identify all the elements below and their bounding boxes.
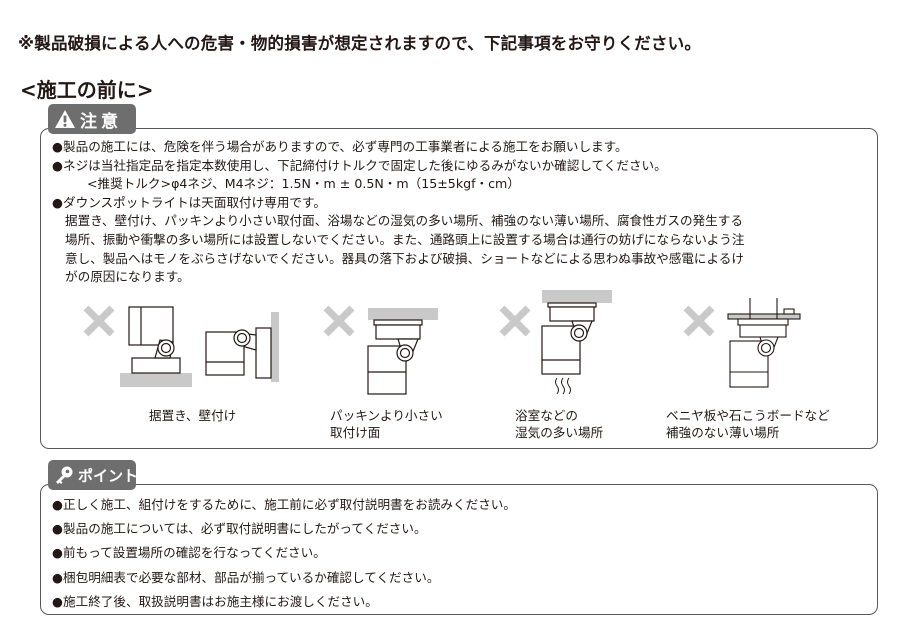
figure-caption: 浴室などの 湿気の多い場所 [515,408,604,440]
caution-box [40,128,878,449]
figure-caption: ベニヤ板や石こうボードなど 補強のない薄い場所 [666,408,830,440]
caution-tab: 注意 [48,104,136,134]
caution-continuation: 場所、振動や衝撃の多い場所には設置しないでください。また、通路頭上に設置する場合… [65,231,745,247]
steam-icon [555,377,571,395]
caution-item: ネジは当社指定品を指定本数使用し、下記締付けトルクで固定した後にゆるみがないか確… [52,157,744,176]
point-item: 前もって設置場所の確認を行なってください。 [52,541,516,565]
figure-caption: 据置き、壁付け [149,408,237,423]
prohibited-x-icon [323,305,355,337]
caution-tab-label: 注意 [80,111,122,132]
figure-thin-board [683,298,801,388]
caution-continuation: 据置き、壁付け、パッキンより小さい取付面、浴場などの湿気の多い場所、補強のない薄… [65,213,743,229]
point-item: 製品の施工については、必ず取付説明書にしたがってください。 [52,517,516,541]
caution-continuation: がの原因になります。 [65,269,190,285]
prohibited-x-icon [499,305,531,337]
point-item: 施工終了後、取扱説明書はお施主様にお渡しください。 [52,590,516,614]
figure-caption: パッキンより小さい 取付け面 [330,408,443,440]
figure-humid-location [499,290,612,395]
point-tab-label: ポイント [78,466,139,485]
caution-text: 製品の施工には、危険を伴う場合がありますので、必ず専門の工事業者による施工をお願… [52,138,744,287]
point-box [40,484,878,615]
caution-item: 製品の施工には、危険を伴う場合がありますので、必ず専門の工事業者による施工をお願… [52,138,744,157]
point-tab: ポイント [48,460,139,490]
figure-floor-wall-mount [83,305,279,387]
warning-triangle-icon [55,110,75,128]
prohibited-x-icon [683,305,715,337]
point-item: 正しく施工、組付けをするために、施工前に必ず取付説明書をお読みください。 [52,493,516,517]
figure-small-mount-surface [323,305,438,395]
prohibited-x-icon [83,305,115,337]
caution-continuation: 意し、製品へはモノをぶらさげないでください。器具の落下および破損、ショートなどに… [65,250,744,266]
key-icon [56,466,73,484]
point-text: 正しく施工、組付けをするために、施工前に必ず取付説明書をお読みください。 製品の… [52,493,516,614]
torque-spec: <推奨トルク>φ4ネジ、M4ネジ：1.5N・m ± 0.5N・m（15±5kgf… [87,176,520,192]
point-item: 梱包明細表で必要な部材、部品が揃っているか確認してください。 [52,566,516,590]
section-heading: <施工の前に> [20,78,154,102]
caution-item: ダウンスポットライトは天面取付け専用です。 [52,194,744,213]
safety-notice: ※製品破損による人への危害・物的損害が想定されますので、下記事項をお守りください… [18,34,702,53]
